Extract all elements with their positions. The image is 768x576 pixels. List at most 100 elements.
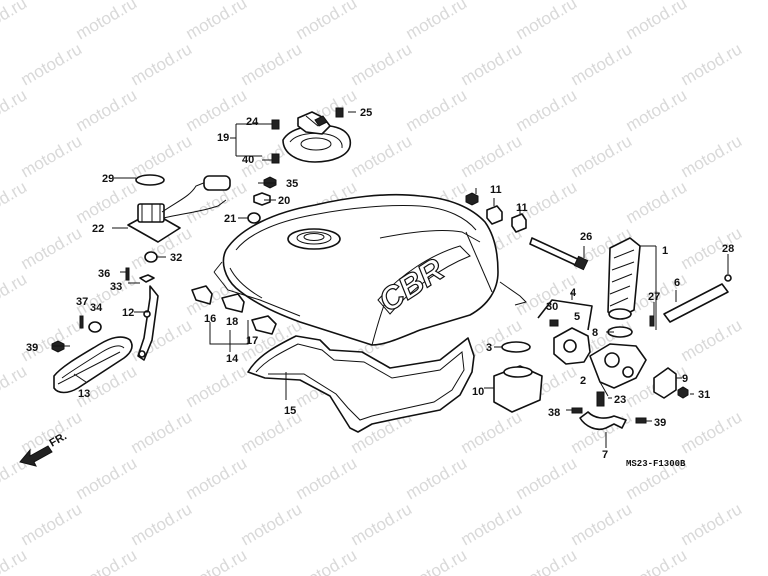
callout-11: 11 — [516, 202, 528, 214]
callout-12: 12 — [122, 307, 134, 319]
callout-37: 37 — [76, 296, 88, 308]
watermark-text: motod.ru — [18, 39, 86, 89]
watermark-text: motod.ru — [403, 545, 471, 576]
watermark-text: motod.ru — [293, 545, 361, 576]
tank-tray — [247, 335, 475, 433]
watermark-text: motod.ru — [73, 545, 141, 576]
callout-labels: 1234567891011111213141516171819202122232… — [26, 107, 734, 461]
watermark-text: motod.ru — [678, 131, 746, 181]
o-ring-30 — [135, 174, 165, 186]
callout-8: 8 — [592, 327, 598, 339]
callout-32: 32 — [170, 252, 182, 264]
watermark-text: motod.ru — [623, 177, 691, 227]
callout-4: 4 — [570, 287, 577, 299]
watermark-text: motod.ru — [623, 545, 691, 576]
watermark-text: motod.ru — [18, 315, 86, 365]
callout-36: 36 — [98, 268, 110, 280]
callout-26: 26 — [580, 231, 592, 243]
callout-33: 33 — [110, 281, 122, 293]
callout-13: 13 — [78, 388, 90, 400]
callout-35: 35 — [286, 178, 298, 190]
breather-hose — [663, 274, 732, 323]
drain-hose — [579, 411, 627, 431]
callout-9: 9 — [682, 373, 688, 385]
watermark-text: motod.ru — [348, 499, 416, 549]
watermark-text: motod.ru — [0, 361, 30, 411]
callout-39: 39 — [654, 417, 666, 429]
callout-25: 25 — [360, 107, 372, 119]
callout-39: 39 — [26, 342, 38, 354]
watermark-text: motod.ru — [128, 39, 196, 89]
watermark-text: motod.ru — [293, 453, 361, 503]
o-ring-3 — [501, 341, 531, 353]
watermark-text: motod.ru — [568, 39, 636, 89]
watermark-text: motod.ru — [0, 177, 30, 227]
callout-17: 17 — [246, 335, 258, 347]
collar-10 — [493, 365, 543, 413]
watermark-text: motod.ru — [73, 453, 141, 503]
rubber-pads — [191, 285, 277, 335]
callout-38: 38 — [548, 407, 560, 419]
watermark-text: motod.ru — [513, 0, 581, 43]
watermark-text: motod.ru — [73, 0, 141, 43]
callout-5: 5 — [574, 311, 580, 323]
watermark-text: motod.ru — [183, 453, 251, 503]
watermark-text: motod.ru — [0, 269, 30, 319]
callout-2: 2 — [580, 375, 586, 387]
watermark-text: motod.ru — [348, 131, 416, 181]
callout-18: 18 — [226, 316, 238, 328]
watermark-text: motod.ru — [403, 85, 471, 135]
callout-27: 27 — [648, 291, 660, 303]
watermark-text: motod.ru — [678, 39, 746, 89]
watermark-text: motod.ru — [183, 0, 251, 43]
watermark-text: motod.ru — [458, 131, 526, 181]
watermark-text: motod.ru — [513, 453, 581, 503]
front-arrow-icon — [19, 445, 53, 467]
callout-31: 31 — [698, 389, 710, 401]
watermark-text: motod.ru — [293, 0, 361, 43]
watermark-text: motod.ru — [678, 315, 746, 365]
watermark-text: motod.ru — [623, 85, 691, 135]
callout-23: 23 — [614, 394, 626, 406]
watermark-text: motod.ru — [568, 499, 636, 549]
watermark-text: motod.ru — [623, 0, 691, 43]
watermark-text: motod.ru — [183, 85, 251, 135]
watermark-text: motod.ru — [128, 315, 196, 365]
side-cover — [53, 336, 133, 394]
watermark-text: motod.ru — [403, 453, 471, 503]
callout-19: 19 — [217, 132, 229, 144]
watermark-text: motod.ru — [458, 499, 526, 549]
watermark-text: motod.ru — [458, 39, 526, 89]
watermark-text: motod.ru — [18, 499, 86, 549]
watermark-text: motod.ru — [18, 223, 86, 273]
callout-29: 29 — [102, 173, 114, 185]
watermark-text: motod.ru — [183, 361, 251, 411]
watermark-text: motod.ru — [513, 545, 581, 576]
watermark-text: motod.ru — [0, 85, 30, 135]
watermark-text: motod.ru — [403, 0, 471, 43]
watermark-text: motod.ru — [18, 407, 86, 457]
callout-40: 40 — [242, 154, 254, 166]
callout-6: 6 — [674, 277, 680, 289]
callout-3: 3 — [486, 342, 492, 354]
long-bolt — [529, 237, 589, 271]
watermark-text: motod.ru — [18, 131, 86, 181]
callout-30: 30 — [546, 301, 558, 313]
watermark-text: motod.ru — [183, 545, 251, 576]
callout-20: 20 — [278, 195, 290, 207]
watermark-text: motod.ru — [0, 0, 30, 43]
callout-14: 14 — [226, 353, 239, 365]
callout-15: 15 — [284, 405, 296, 417]
watermark-text: motod.ru — [128, 407, 196, 457]
callout-28: 28 — [722, 243, 734, 255]
watermark-text: motod.ru — [568, 131, 636, 181]
hardware — [51, 107, 689, 424]
strainer — [607, 237, 641, 320]
cap-9 — [653, 367, 677, 399]
watermark-text: motod.ru — [678, 407, 746, 457]
callout-10: 10 — [472, 386, 484, 398]
callout-21: 21 — [224, 213, 236, 225]
watermark-text: motod.ru — [238, 499, 306, 549]
watermark-text: motod.ru — [678, 223, 746, 273]
